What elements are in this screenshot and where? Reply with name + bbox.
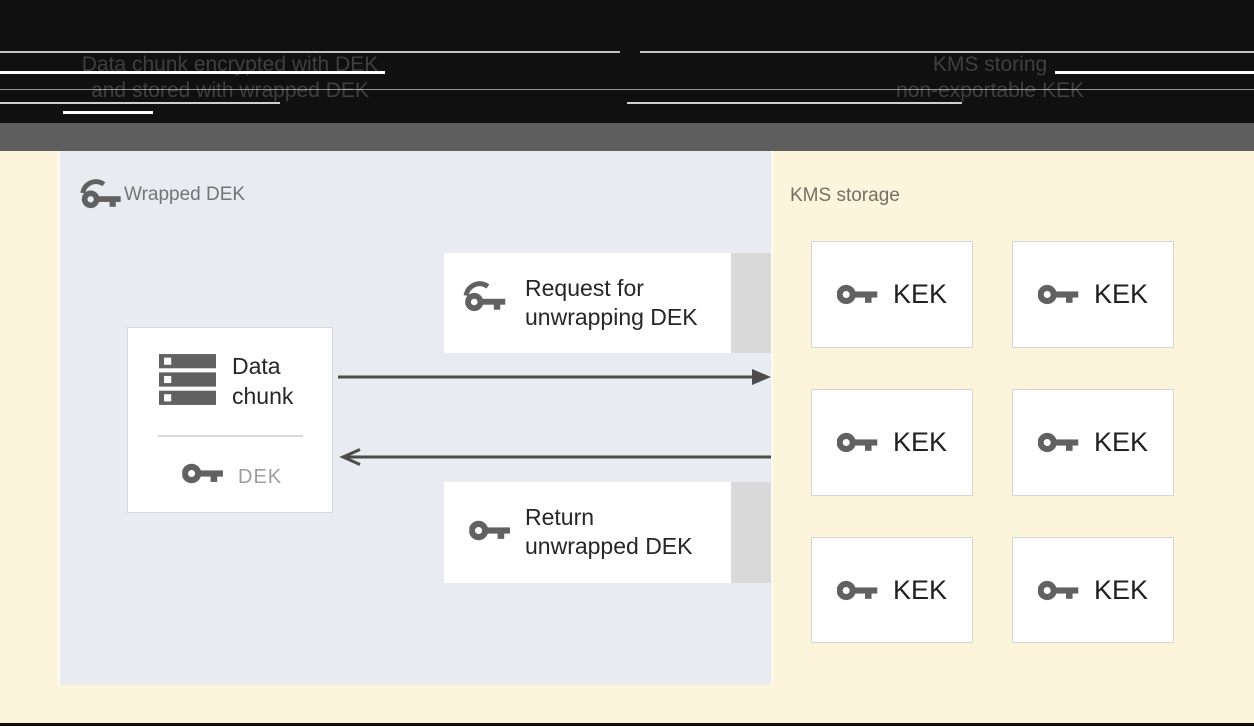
caption-kms-line1: KMS storing [932,53,1048,76]
kek-box: KEK [1012,537,1174,643]
wrapped-dek-panel: Wrapped DEK Data chunk DEK Request for u… [60,151,771,685]
caption-data-chunk-line2: and stored with wrapped DEK [91,79,369,102]
kek-label: KEK [892,427,948,457]
kek-box: KEK [811,389,973,496]
panel-edge-highlight [58,151,60,685]
request-unwrap-label: Request for unwrapping DEK [525,275,698,330]
caption-kms-line2: non-exportable KEK [896,79,1084,102]
request-unwrap-box: Request for unwrapping DEK [444,253,731,353]
kek-grid: KEK KEK KEK KEK KEK KEK [811,241,1174,643]
wrapped-dek-label: Wrapped DEK [124,184,246,205]
top-banner: Data chunk encrypted with DEK and stored… [0,0,1254,123]
kek-box: KEK [1012,389,1174,496]
wrapped-key-icon [463,281,511,312]
glitch-line [640,51,1254,53]
caption-kms-storing: KMS storing non-exportable KEK [855,52,1125,104]
caption-data-chunk: Data chunk encrypted with DEK and stored… [60,52,400,104]
panel-edge-highlight [771,151,773,685]
data-chunk-icon [159,354,216,405]
data-chunk-divider [158,435,303,437]
kek-box: KEK [811,537,973,643]
data-chunk-box: Data chunk DEK [127,327,333,513]
kek-label: KEK [1093,279,1149,309]
caption-data-chunk-line1: Data chunk encrypted with DEK [81,53,379,76]
return-arrow [339,448,771,466]
request-arrow [338,369,771,385]
divider-band [0,123,1254,151]
return-unwrapped-label: Return unwrapped DEK [525,504,693,559]
key-icon [837,283,879,306]
key-icon [837,431,879,454]
kek-label: KEK [1093,574,1149,605]
glitch-line [0,51,620,53]
key-icon [469,519,512,542]
glitch-line [1055,71,1254,74]
key-icon [1038,579,1080,602]
kek-box: KEK [811,241,973,348]
wrapped-key-icon [80,179,126,209]
kek-box: KEK [1012,241,1174,348]
data-chunk-title: Data chunk [232,353,294,409]
kms-storage-label: KMS storage [790,185,900,206]
glitch-line [63,111,153,114]
glitch-line [0,102,280,104]
glitch-line [0,89,1254,90]
dek-key-icon [182,462,225,485]
dek-label: DEK [238,466,283,488]
kek-label: KEK [1093,427,1149,457]
bottom-border [0,723,1254,726]
glitch-line [0,71,385,74]
return-unwrapped-box: Return unwrapped DEK [444,482,731,583]
key-icon [1038,431,1080,454]
kek-label: KEK [892,279,948,309]
key-icon [1038,283,1080,306]
glitch-line [627,102,962,104]
kek-label: KEK [892,574,948,605]
key-icon [837,579,879,602]
